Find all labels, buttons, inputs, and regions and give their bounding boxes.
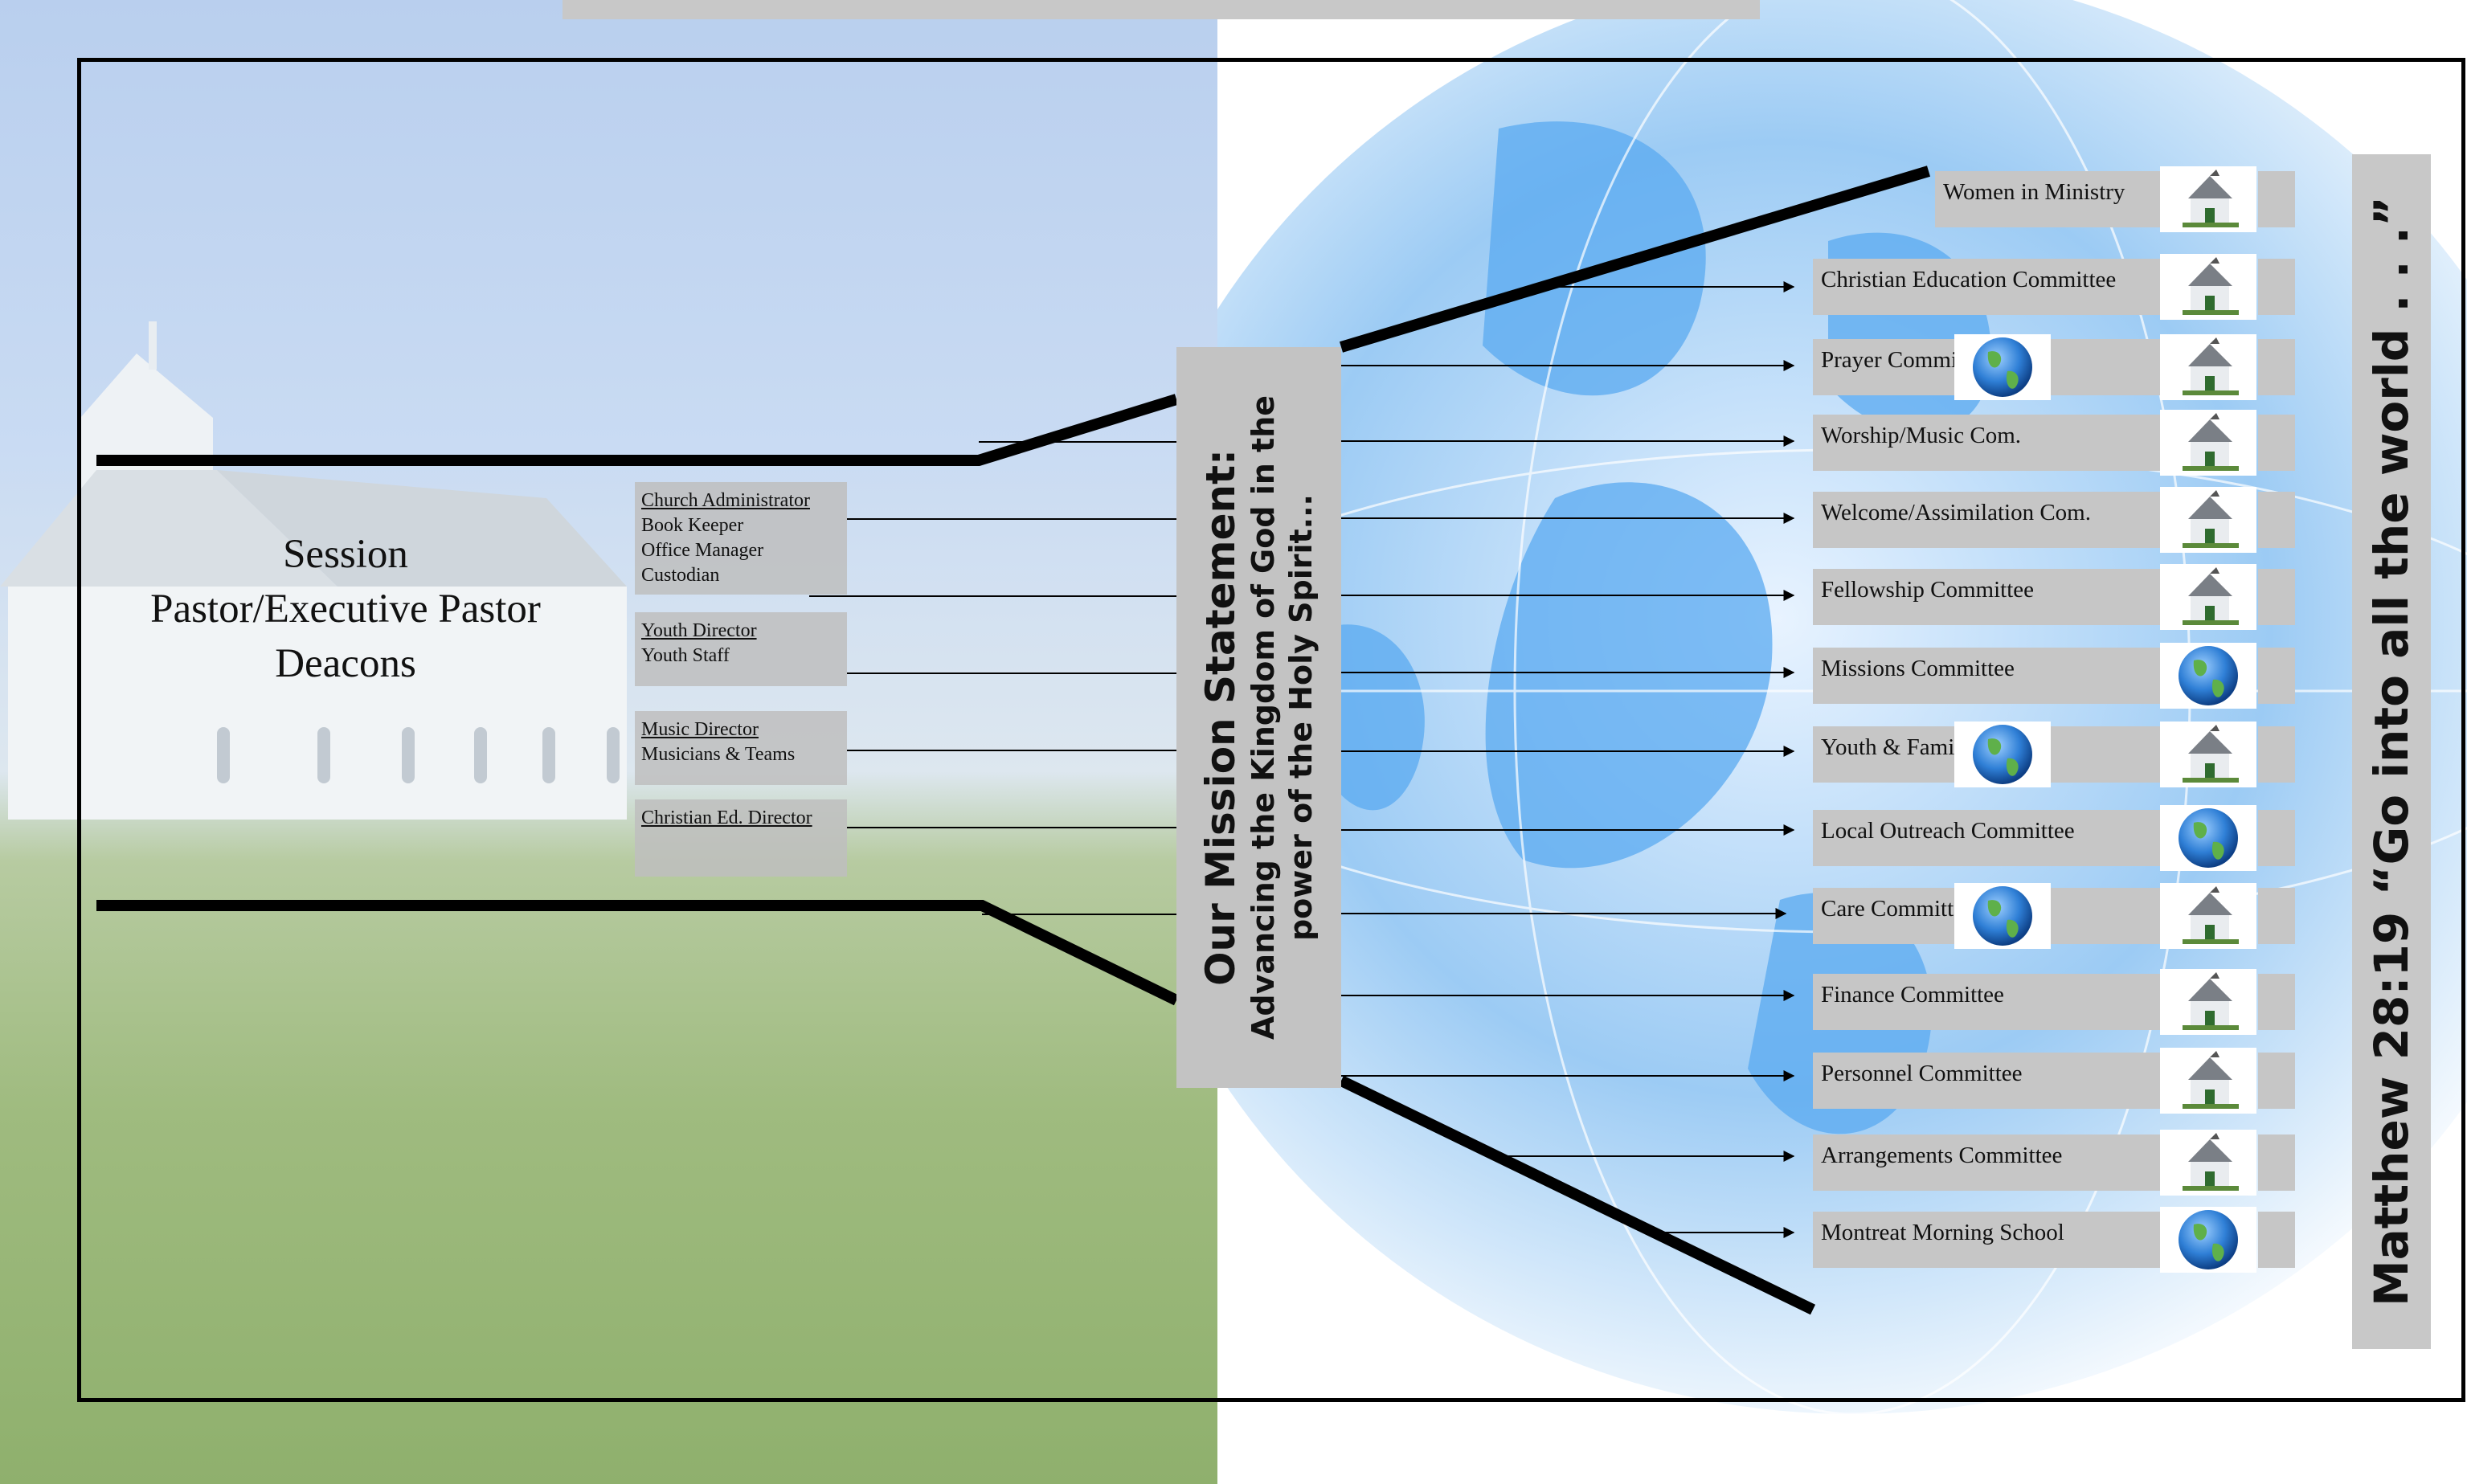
committee-label: Local Outreach Committee xyxy=(1821,818,2075,844)
globe-icon xyxy=(2160,805,2256,871)
committee-box-tail xyxy=(2258,888,2295,944)
committee-box: Montreat Morning School xyxy=(1813,1212,2162,1268)
church-icon xyxy=(2160,722,2256,787)
staff-head: Youth Director xyxy=(641,620,757,641)
globe-icon xyxy=(2160,643,2256,709)
committee-box-tail xyxy=(2258,339,2295,395)
leadership-block: Session Pastor/Executive Pastor Deacons xyxy=(104,527,587,691)
committee-box-tail xyxy=(2258,648,2295,704)
committee-box: Fellowship Committee xyxy=(1813,569,2162,625)
staff-box-christian-ed: Christian Ed. Director xyxy=(635,799,847,877)
committee-box: Finance Committee xyxy=(1813,974,2162,1030)
committee-label: Welcome/Assimilation Com. xyxy=(1821,500,2091,525)
committee-label: Missions Committee xyxy=(1821,656,2015,681)
committee-box: Women in Ministry xyxy=(1935,171,2162,227)
leadership-pastor: Pastor/Executive Pastor xyxy=(150,587,541,632)
staff-member: Custodian xyxy=(641,565,720,586)
church-icon xyxy=(2160,883,2256,949)
staff-box-administration: Church Administrator Book Keeper Office … xyxy=(635,482,847,595)
committee-label: Care Committee xyxy=(1821,896,1974,922)
staff-head: Christian Ed. Director xyxy=(641,807,812,828)
mission-title: Our Mission Statement: xyxy=(1197,448,1244,987)
committee-label: Christian Education Committee xyxy=(1821,267,2117,292)
church-icon xyxy=(2160,410,2256,476)
staff-box-music: Music Director Musicians & Teams xyxy=(635,711,847,785)
committee-box-tail xyxy=(2258,810,2295,866)
staff-head: Church Administrator xyxy=(641,490,810,511)
staff-connector-lines xyxy=(809,441,1176,915)
committee-box: Missions Committee xyxy=(1813,648,2162,704)
committee-box-tail xyxy=(2258,1134,2295,1191)
committee-label: Fellowship Committee xyxy=(1821,577,2035,603)
committee-label: Montreat Morning School xyxy=(1821,1220,2064,1245)
committee-box: Christian Education Committee xyxy=(1813,259,2162,315)
funnel-top-line xyxy=(96,394,1179,466)
funnel-bottom-line xyxy=(96,900,1180,1006)
title-bar-fragment xyxy=(563,0,1760,19)
committee-box-tail xyxy=(2258,492,2295,548)
leadership-session: Session xyxy=(283,532,408,577)
leadership-deacons: Deacons xyxy=(275,641,416,686)
church-icon xyxy=(2160,1048,2256,1114)
committee-label: Personnel Committee xyxy=(1821,1061,2023,1086)
church-icon xyxy=(2160,564,2256,630)
committee-box: Arrangements Committee xyxy=(1813,1134,2162,1191)
staff-head: Music Director xyxy=(641,719,759,740)
mission-body: Advancing the Kingdom of God in the powe… xyxy=(1246,395,1319,1040)
committee-box-tail xyxy=(2258,726,2295,783)
church-icon xyxy=(2160,1130,2256,1196)
funnel-right-top-line xyxy=(1339,166,1931,353)
mission-statement-text: Our Mission Statement: Advancing the Kin… xyxy=(1197,356,1320,1079)
committee-box: Personnel Committee xyxy=(1813,1053,2162,1109)
church-field-background xyxy=(0,0,1217,1484)
globe-icon xyxy=(1954,722,2051,787)
church-icon xyxy=(2160,166,2256,232)
funnel-right-bottom-line xyxy=(1338,1075,1816,1315)
chart-frame xyxy=(77,58,2465,1402)
mission-statement-box xyxy=(1176,347,1341,1088)
committee-label: Finance Committee xyxy=(1821,982,2004,1008)
staff-member: Book Keeper xyxy=(641,515,744,536)
committee-box-tail xyxy=(2258,415,2295,471)
committee-box: Worship/Music Com. xyxy=(1813,415,2162,471)
committee-label: Worship/Music Com. xyxy=(1821,423,2022,448)
church-icon xyxy=(2160,969,2256,1035)
verse-box xyxy=(2352,154,2431,1349)
committee-box: Welcome/Assimilation Com. xyxy=(1813,492,2162,548)
committee-box-tail xyxy=(2258,171,2295,227)
staff-member: Youth Staff xyxy=(641,645,730,666)
committee-box-tail xyxy=(2258,569,2295,625)
committee-box-tail xyxy=(2258,1212,2295,1268)
globe-icon xyxy=(1954,883,2051,949)
globe-icon xyxy=(1954,334,2051,400)
staff-member: Office Manager xyxy=(641,540,764,561)
staff-box-youth: Youth Director Youth Staff xyxy=(635,612,847,686)
church-icon xyxy=(2160,487,2256,553)
committee-box-tail xyxy=(2258,974,2295,1030)
church-illustration xyxy=(0,321,627,820)
committee-label: Arrangements Committee xyxy=(1821,1143,2063,1168)
funnel-lines xyxy=(96,166,1931,1315)
committee-box-tail xyxy=(2258,259,2295,315)
committee-box: Local Outreach Committee xyxy=(1813,810,2162,866)
verse-text: Matthew 28:19 “Go into all the world . .… xyxy=(2364,195,2419,1307)
committee-box-tail xyxy=(2258,1053,2295,1109)
committee-arrows xyxy=(1341,281,1795,1238)
globe-icon xyxy=(2160,1207,2256,1273)
committee-label: Women in Ministry xyxy=(1943,179,2125,205)
staff-member: Musicians & Teams xyxy=(641,744,796,765)
church-icon xyxy=(2160,334,2256,400)
church-icon xyxy=(2160,254,2256,320)
